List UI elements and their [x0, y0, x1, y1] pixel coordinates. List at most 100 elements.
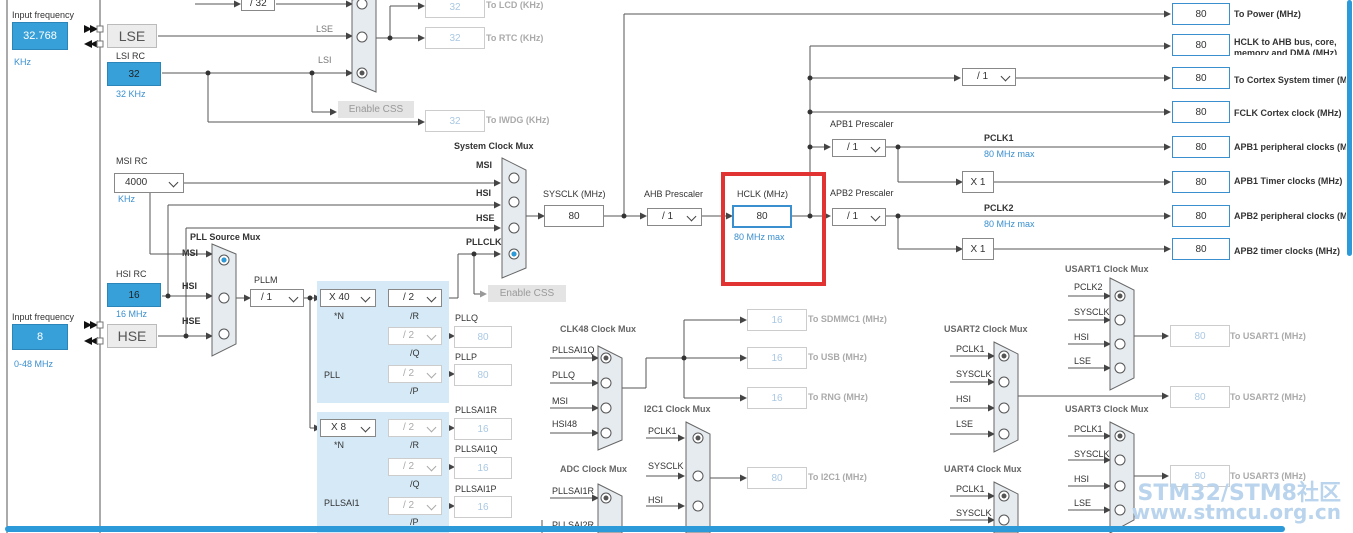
- usart2-in2: SYSCLK: [956, 369, 992, 379]
- pllsai1p-label: PLLSAI1P: [455, 484, 497, 494]
- apb1-prescaler-label: APB1 Prescaler: [830, 119, 894, 129]
- apb1-timer-mult: X 1: [962, 171, 994, 193]
- sdmmc-label: To SDMMC1 (MHz): [808, 314, 887, 324]
- output-label-cortex-timer: To Cortex System timer (MHz): [1234, 75, 1346, 85]
- usart1-in2: SYSCLK: [1074, 307, 1110, 317]
- rtc-divider-select[interactable]: / 32: [241, 0, 275, 11]
- adc-in2: PLLSAI2R: [552, 520, 595, 526]
- output-label-hclk-ahb-line2: memory and DMA (MHz): [1234, 48, 1338, 55]
- i2c1-in2: SYSCLK: [648, 461, 684, 471]
- pll-p-select[interactable]: / 2: [388, 365, 442, 383]
- watermark-line2: www.stmcu.org.cn: [1131, 500, 1341, 524]
- rng-value: 16: [747, 387, 807, 409]
- usart1-mux-title: USART1 Clock Mux: [1065, 264, 1149, 274]
- usart1-mux: [1109, 277, 1135, 391]
- lsi-label: LSI RC: [116, 51, 146, 61]
- hclk-input[interactable]: 80: [732, 205, 792, 228]
- lsi-unit: 32 KHz: [116, 89, 146, 99]
- lse-freq-unit: KHz: [14, 57, 32, 67]
- vertical-scrollbar[interactable]: [1347, 0, 1352, 256]
- pllsai1-r-select[interactable]: / 2: [388, 419, 442, 437]
- clk48-in1: PLLSAI1Q: [552, 345, 595, 355]
- lse-block: LSE: [107, 24, 157, 48]
- usart2-mux-title: USART2 Clock Mux: [944, 324, 1028, 334]
- pll-r-select[interactable]: / 2: [388, 289, 442, 307]
- uart4-in1: PCLK1: [956, 484, 985, 494]
- usart3-value: 80: [1170, 465, 1230, 487]
- hse-freq-input[interactable]: 8: [12, 324, 68, 350]
- hse-freq-label: Input frequency: [12, 312, 75, 322]
- pll-q-select[interactable]: / 2: [388, 327, 442, 345]
- output-label-apb1-periph: APB1 peripheral clocks (MHz): [1234, 142, 1346, 152]
- pllsai1-p-label: /P: [410, 517, 419, 527]
- pllsai1q-value: 16: [454, 457, 512, 479]
- pllsai1r-value: 16: [454, 418, 512, 440]
- pclk2-max: 80 MHz max: [984, 219, 1035, 229]
- hsi-value: 16: [107, 283, 161, 307]
- rtc-mux-lse-label: LSE: [316, 24, 334, 34]
- pll-n-select[interactable]: X 40: [320, 289, 376, 307]
- pllsai1-n-select[interactable]: X 8: [320, 419, 376, 437]
- pllsai1-q-select[interactable]: / 2: [388, 458, 442, 476]
- hclk-max: 80 MHz max: [734, 232, 785, 242]
- sys-enable-css-button[interactable]: Enable CSS: [488, 285, 566, 302]
- i2c1-label: To I2C1 (MHz): [808, 472, 867, 482]
- i2c1-mux-title: I2C1 Clock Mux: [644, 404, 711, 414]
- usb-value: 16: [747, 347, 807, 369]
- clk48-mux: [597, 345, 623, 451]
- output-value-fclk: 80: [1172, 101, 1230, 123]
- usart1-in4: LSE: [1074, 356, 1092, 366]
- pllsai1-label: PLLSAI1: [324, 498, 360, 508]
- uart4-mux-title: UART4 Clock Mux: [944, 464, 1022, 474]
- usart3-in3: HSI: [1074, 474, 1090, 484]
- usart2-label: To USART2 (MHz): [1230, 392, 1306, 402]
- ahb-prescaler-select[interactable]: / 1: [647, 208, 702, 226]
- hsi-label: HSI RC: [116, 269, 147, 279]
- pllq-label: PLLQ: [455, 313, 479, 323]
- output-value-apb2-periph: 80: [1172, 205, 1230, 227]
- lse-freq-label: Input frequency: [12, 10, 75, 20]
- pll-source-mux-title: PLL Source Mux: [190, 232, 261, 242]
- iwdg-label: To IWDG (KHz): [486, 115, 550, 125]
- rtc-mux: [351, 0, 377, 93]
- msi-unit: KHz: [118, 194, 136, 204]
- system-clock-mux-title: System Clock Mux: [454, 141, 534, 151]
- usart1-label: To USART1 (MHz): [1230, 331, 1306, 341]
- hse-block: HSE: [107, 324, 157, 348]
- horizontal-scrollbar[interactable]: [5, 526, 1285, 532]
- usart2-mux: [993, 341, 1019, 453]
- usart1-in3: HSI: [1074, 332, 1090, 342]
- hclk-highlight: [721, 172, 826, 286]
- cortex-timer-divider-select[interactable]: / 1: [962, 68, 1016, 86]
- sys-mux-hsi-label: HSI: [476, 188, 492, 198]
- usart3-mux-title: USART3 Clock Mux: [1065, 404, 1149, 414]
- output-label-apb2-timer: APB2 timer clocks (MHz): [1234, 246, 1341, 256]
- apb2-prescaler-select[interactable]: / 1: [832, 208, 886, 226]
- usart1-value: 80: [1170, 325, 1230, 347]
- output-value-cortex-timer: 80: [1172, 67, 1230, 89]
- sdmmc-value: 16: [747, 309, 807, 331]
- usart2-value: 80: [1170, 386, 1230, 408]
- lcd-value: 32: [425, 0, 485, 18]
- pllsai1r-label: PLLSAI1R: [455, 405, 498, 415]
- usart3-label: To USART3 (MHz): [1230, 471, 1306, 481]
- pll-p-label: /P: [410, 386, 419, 396]
- usart2-in1: PCLK1: [956, 344, 985, 354]
- apb1-prescaler-select[interactable]: / 1: [832, 139, 886, 157]
- sys-mux-hse-label: HSE: [476, 213, 495, 223]
- uart4-in2: SYSCLK: [956, 508, 992, 518]
- pllsai1-p-select[interactable]: / 2: [388, 497, 442, 515]
- lcd-label: To LCD (KHz): [486, 0, 544, 10]
- pllsai1-q-label: /Q: [410, 479, 420, 489]
- msi-range-select[interactable]: 4000: [114, 173, 184, 193]
- pllq-value: 80: [454, 326, 512, 348]
- apb2-prescaler-label: APB2 Prescaler: [830, 188, 894, 198]
- pllm-select[interactable]: / 1: [250, 289, 304, 307]
- usart3-in2: SYSCLK: [1074, 449, 1110, 459]
- adc-mux-title: ADC Clock Mux: [560, 464, 628, 474]
- hclk-label: HCLK (MHz): [737, 189, 788, 199]
- output-value-apb1-periph: 80: [1172, 136, 1230, 158]
- sys-mux-msi-label: MSI: [476, 160, 493, 170]
- lse-freq-input[interactable]: 32.768: [12, 22, 68, 50]
- rtc-enable-css-button[interactable]: Enable CSS: [338, 101, 414, 118]
